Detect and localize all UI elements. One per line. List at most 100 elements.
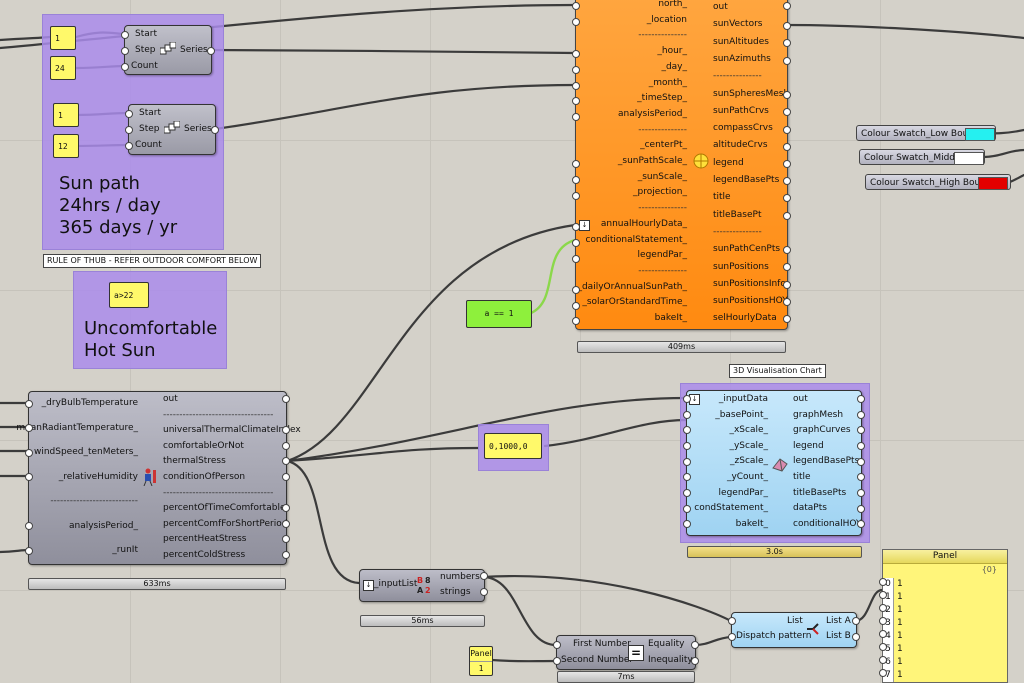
port-pin[interactable]: [125, 110, 133, 118]
panel-output[interactable]: Panel {0} 0111213141516171: [882, 549, 1008, 683]
port-sunpathcrvs[interactable]: sunPathCrvs: [713, 106, 769, 117]
port-sunaltitudes[interactable]: sunAltitudes: [713, 37, 769, 48]
port-pin[interactable]: [857, 505, 865, 513]
hot-sun-group[interactable]: Uncomfortable Hot Sun: [73, 271, 227, 369]
port-pin[interactable]: [879, 630, 887, 638]
port-strings[interactable]: strings: [440, 587, 471, 598]
port-list-a[interactable]: List A: [826, 616, 851, 627]
arrow-down-icon[interactable]: ↓: [579, 220, 590, 231]
port-list-b[interactable]: List B: [826, 631, 851, 642]
port-comfortableornot[interactable]: comfortableOrNot: [163, 441, 244, 452]
port-percentheatstress[interactable]: percentHeatStress: [163, 534, 246, 545]
port-pin[interactable]: [783, 315, 791, 323]
port-percentcomfforshortperiod[interactable]: percentComfForShortPeriod: [163, 519, 287, 530]
swatch-chip[interactable]: [954, 152, 984, 165]
dispatch-component[interactable]: List Dispatch pattern List A List B: [731, 612, 857, 648]
port-month[interactable]: _month_: [649, 78, 687, 89]
port-legendbasepts[interactable]: legendBasePts: [713, 175, 779, 186]
port-pin[interactable]: [572, 302, 580, 310]
port-out[interactable]: out: [793, 394, 808, 405]
port-first-number[interactable]: First Number: [573, 639, 631, 650]
port-pin[interactable]: [783, 2, 791, 10]
port-pin[interactable]: [572, 317, 580, 325]
port-step[interactable]: Step: [135, 45, 156, 56]
panel-small[interactable]: Panel 1: [469, 646, 493, 676]
port-pin[interactable]: [683, 505, 691, 513]
vector-panel[interactable]: 0,1000,0: [484, 433, 542, 459]
port-dispatch-pattern[interactable]: Dispatch pattern: [736, 631, 811, 642]
port-pin[interactable]: [683, 426, 691, 434]
text-number-split-component[interactable]: ↓ _inputList B8A2 numbers strings: [359, 569, 485, 602]
port-pin[interactable]: [879, 591, 887, 599]
port-thermalstress[interactable]: thermalStress: [163, 456, 226, 467]
port-legendpar[interactable]: legendPar_: [719, 488, 768, 499]
expression-panel[interactable]: a>22: [109, 282, 149, 308]
port-pin[interactable]: [857, 426, 865, 434]
port-pin[interactable]: [480, 588, 488, 596]
port-inputdata[interactable]: _inputData: [719, 394, 768, 405]
port-legend[interactable]: legend: [793, 441, 824, 452]
swatch-chip[interactable]: [978, 177, 1008, 190]
port-pin[interactable]: [728, 617, 736, 625]
port-pin[interactable]: [783, 91, 791, 99]
port-pin[interactable]: [683, 520, 691, 528]
port-pin[interactable]: [783, 160, 791, 168]
port-pin[interactable]: [211, 126, 219, 134]
port-pin[interactable]: [683, 458, 691, 466]
port-ycount[interactable]: _yCount_: [727, 472, 768, 483]
port-windspeed-tenmeters[interactable]: windSpeed_tenMeters_: [34, 447, 138, 458]
sunpath-component[interactable]: north__location---------------_hour__day…: [575, 0, 788, 330]
port-runit[interactable]: _runIt: [112, 545, 138, 556]
port-pin[interactable]: [879, 578, 887, 586]
condition-panel[interactable]: a == 1: [466, 300, 532, 328]
port-pin[interactable]: [728, 633, 736, 641]
port-pin[interactable]: [572, 223, 580, 231]
port-legendpar[interactable]: legendPar_: [638, 250, 687, 261]
port-pin[interactable]: [207, 47, 215, 55]
port-pin[interactable]: [121, 63, 129, 71]
port-pin[interactable]: [783, 263, 791, 271]
start-value-slider[interactable]: 1: [53, 103, 79, 127]
port-pin[interactable]: [857, 442, 865, 450]
port-pin[interactable]: [282, 473, 290, 481]
port-graphcurves[interactable]: graphCurves: [793, 425, 851, 436]
port-pin[interactable]: [572, 239, 580, 247]
port-pin[interactable]: [783, 212, 791, 220]
series-component-months[interactable]: Start Step Count Series: [128, 104, 216, 155]
port-list[interactable]: List: [787, 616, 803, 627]
port-pin[interactable]: [783, 126, 791, 134]
colour-swatch-middle[interactable]: Colour Swatch_Middle: [859, 149, 985, 165]
port-title[interactable]: title: [793, 472, 811, 483]
port-pin[interactable]: [879, 643, 887, 651]
port-pin[interactable]: [25, 424, 33, 432]
port-pin[interactable]: [25, 449, 33, 457]
port-pin[interactable]: [572, 286, 580, 294]
port-pin[interactable]: [857, 520, 865, 528]
port-dailyorannualsunpath[interactable]: _dailyOrAnnualSunPath_: [577, 282, 687, 293]
port-pin[interactable]: [25, 473, 33, 481]
port-pin[interactable]: [282, 442, 290, 450]
colour-swatch-low[interactable]: Colour Swatch_Low Bound: [856, 125, 996, 141]
port-pin[interactable]: [857, 411, 865, 419]
port-hour[interactable]: _hour_: [657, 46, 687, 57]
port-pin[interactable]: [683, 473, 691, 481]
port-percentcoldstress[interactable]: percentColdStress: [163, 550, 245, 561]
port-sunscale[interactable]: _sunScale_: [638, 172, 687, 183]
port-altitudecrvs[interactable]: altitudeCrvs: [713, 140, 768, 151]
port-pin[interactable]: [691, 641, 699, 649]
swatch-chip[interactable]: [965, 128, 995, 141]
port-pin[interactable]: [879, 656, 887, 664]
port-second-number[interactable]: Second Number: [561, 655, 633, 666]
port-conditionalhoy[interactable]: conditionalHOY: [793, 519, 861, 530]
port-pin[interactable]: [553, 641, 561, 649]
port-condstatement[interactable]: condStatement_: [694, 503, 768, 514]
chart-component[interactable]: _inputData_basePoint__xScale__yScale__zS…: [686, 390, 862, 536]
port-relativehumidity[interactable]: _relativeHumidity: [59, 472, 138, 483]
port-north[interactable]: north_: [658, 0, 687, 10]
port-datapts[interactable]: dataPts: [793, 503, 827, 514]
port-title[interactable]: title: [713, 192, 731, 203]
port-sunazimuths[interactable]: sunAzimuths: [713, 54, 771, 65]
port-pin[interactable]: [783, 57, 791, 65]
port-pin[interactable]: [572, 113, 580, 121]
port-out[interactable]: out: [163, 394, 178, 405]
